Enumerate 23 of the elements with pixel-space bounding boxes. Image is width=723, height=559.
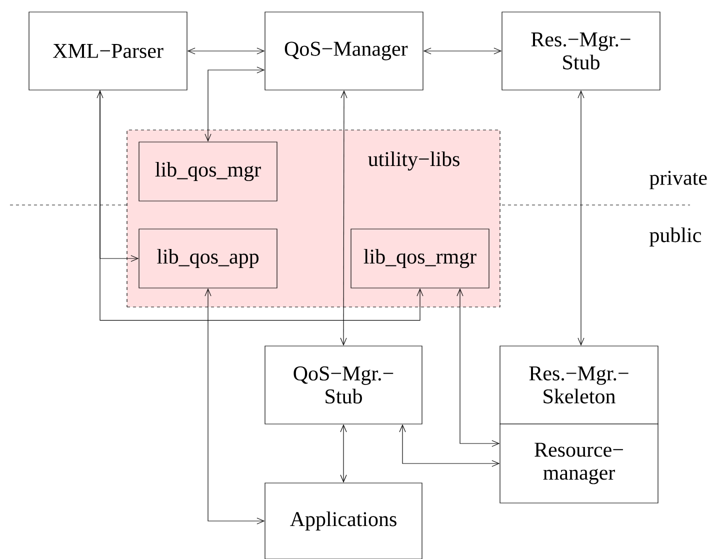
component-box: Res.−Mgr.− Skeleton [500, 346, 658, 424]
library-box: lib_qos_mgr [138, 142, 278, 202]
arrow [340, 90, 348, 346]
library-box: lib_qos_app [138, 228, 278, 288]
component-box: Applications [264, 482, 422, 559]
arrow [96, 90, 424, 321]
arrow [204, 288, 265, 524]
component-box: QoS−Mgr.− Stub [264, 346, 422, 424]
library-box: lib_qos_rmgr [350, 228, 490, 288]
arrow [340, 424, 347, 483]
component-box: Resource− manager [500, 424, 658, 504]
arrow [204, 66, 265, 142]
component-box: XML−Parser [28, 12, 188, 90]
arrow [423, 48, 502, 54]
zone-label: public [650, 227, 702, 247]
arrow [456, 288, 500, 447]
arrow [399, 424, 500, 467]
arrow [100, 90, 139, 262]
arrow [578, 90, 584, 346]
zone-label: private [650, 170, 707, 190]
arrow [187, 48, 265, 54]
component-box: QoS−Manager [264, 12, 424, 90]
component-box: Res.−Mgr.− Stub [502, 12, 660, 90]
